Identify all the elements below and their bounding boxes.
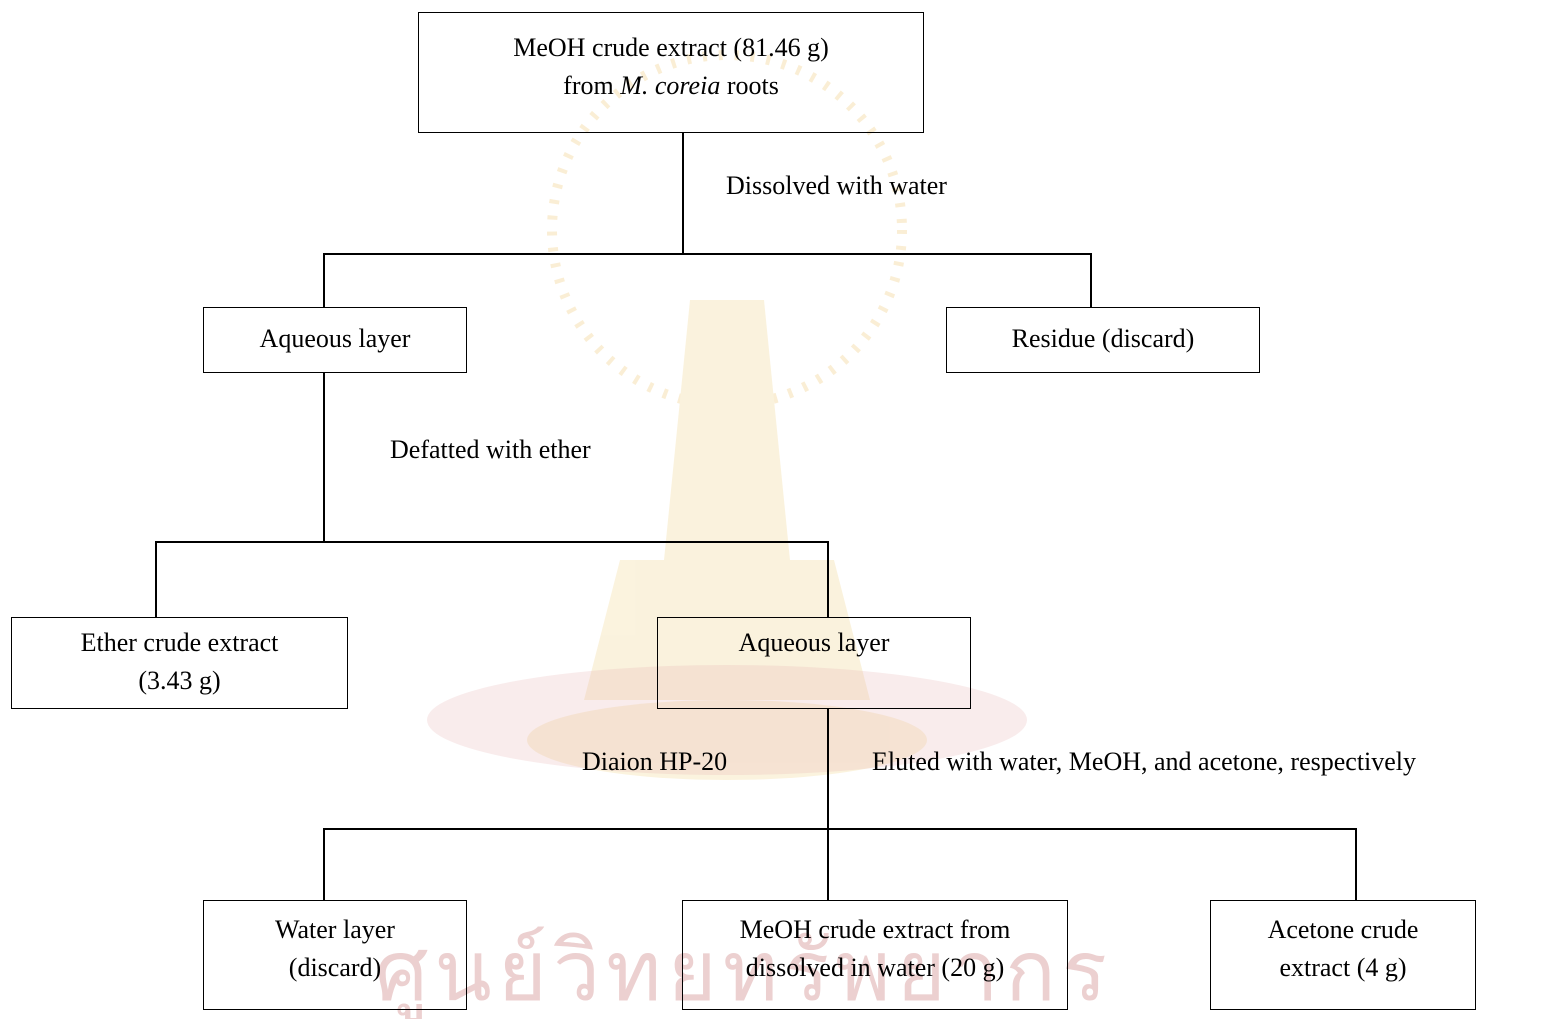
box-root-line2: from M. coreia roots	[419, 67, 923, 105]
box-ether-line2: (3.43 g)	[138, 666, 221, 695]
box-water-line1: Water layer	[275, 915, 395, 944]
connector-to-aqueous1	[323, 253, 325, 307]
box-root-line2-italic: M. coreia	[620, 71, 721, 100]
step-dissolved-with-water: Dissolved with water	[726, 171, 947, 200]
box-acetone-line2: extract (4 g)	[1279, 953, 1407, 982]
watermark-emblem	[427, 50, 1027, 780]
box-meoh-crude-extract-water: MeOH crude extract from dissolved in wat…	[682, 900, 1068, 1010]
box-root-line2-suffix: roots	[720, 71, 779, 100]
connector-aqueous2-down	[827, 708, 829, 900]
connector-to-acetone	[1355, 828, 1357, 900]
connector-to-aqueous2	[827, 541, 829, 617]
box-residue-label: Residue (discard)	[1011, 324, 1195, 353]
box-meoh2-line2: dissolved in water (20 g)	[745, 953, 1005, 982]
box-aqueous-layer-2: Aqueous layer	[657, 617, 971, 709]
step-defatted-with-ether: Defatted with ether	[390, 435, 591, 464]
box-acetone-crude-extract: Acetone crude extract (4 g)	[1210, 900, 1476, 1010]
connector-level3-horizontal	[323, 828, 1357, 830]
box-root-line2-prefix: from	[563, 71, 621, 100]
connector-level2-horizontal	[155, 541, 829, 543]
box-aqueous2-label: Aqueous layer	[738, 628, 890, 657]
box-ether-line1: Ether crude extract	[80, 628, 279, 657]
connector-to-water	[323, 828, 325, 900]
box-water-line2: (discard)	[288, 953, 382, 982]
box-residue: Residue (discard)	[946, 307, 1260, 373]
box-acetone-line1: Acetone crude	[1267, 915, 1419, 944]
box-aqueous1-label: Aqueous layer	[259, 324, 411, 353]
box-water-layer: Water layer (discard)	[203, 900, 467, 1010]
connector-to-residue	[1090, 253, 1092, 307]
connector-aqueous1-down	[323, 372, 325, 542]
box-root-line1: MeOH crude extract (81.46 g)	[513, 33, 829, 62]
box-aqueous-layer-1: Aqueous layer	[203, 307, 467, 373]
connector-root-down	[682, 132, 684, 254]
box-meoh2-line1: MeOH crude extract from	[739, 915, 1011, 944]
step-diaion-hp20: Diaion HP-20	[582, 747, 728, 776]
box-ether-crude-extract: Ether crude extract (3.43 g)	[11, 617, 348, 709]
box-meoh-crude-extract: MeOH crude extract (81.46 g) from M. cor…	[418, 12, 924, 133]
step-eluted: Eluted with water, MeOH, and acetone, re…	[872, 747, 1417, 776]
connector-to-ether	[155, 541, 157, 617]
connector-level1-horizontal	[323, 253, 1092, 255]
